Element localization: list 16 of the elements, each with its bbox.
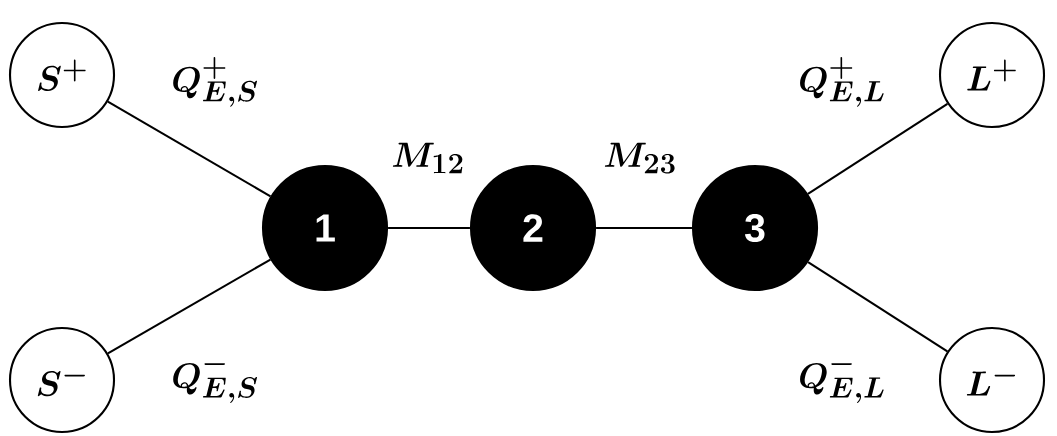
edge-label: $M_{23}$ bbox=[601, 141, 679, 175]
edge-label: $Q_{E,S}^+$ bbox=[169, 55, 261, 109]
circle-node: $L^-$ bbox=[938, 326, 1046, 434]
line bbox=[107, 258, 271, 355]
circle-node: $S^-$ bbox=[8, 326, 116, 434]
line bbox=[807, 261, 948, 353]
edge-label: $Q_{E,L}^-$ bbox=[796, 351, 888, 405]
circle-node: $S^+$ bbox=[8, 21, 116, 129]
line bbox=[807, 102, 948, 195]
line bbox=[388, 226, 470, 230]
edge-label: $Q_{E,S}^-$ bbox=[169, 351, 261, 405]
circle-node: $L^+$ bbox=[938, 21, 1046, 129]
edge-label: $M_{12}$ bbox=[389, 141, 467, 175]
line bbox=[596, 226, 692, 230]
edge-label: $Q_{E,L}^+$ bbox=[796, 55, 888, 109]
line bbox=[107, 100, 272, 198]
